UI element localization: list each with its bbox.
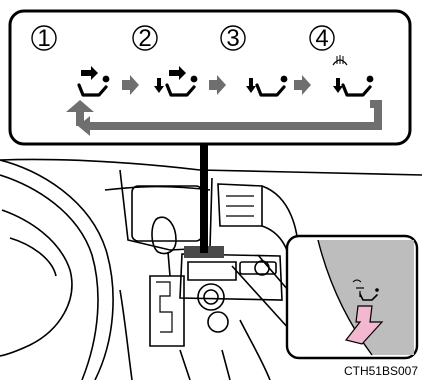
- airflow-mode-callout: 1 2 3: [10, 11, 410, 144]
- figure-code-caption: CTH51BS007: [344, 364, 418, 378]
- mode-1-number: 1: [37, 25, 50, 52]
- mode-2-number: 2: [138, 25, 151, 52]
- mode-3-number: 3: [226, 25, 239, 52]
- mode-4-number: 4: [315, 25, 328, 52]
- control-inset: [287, 236, 417, 358]
- callout-stem: [200, 135, 208, 253]
